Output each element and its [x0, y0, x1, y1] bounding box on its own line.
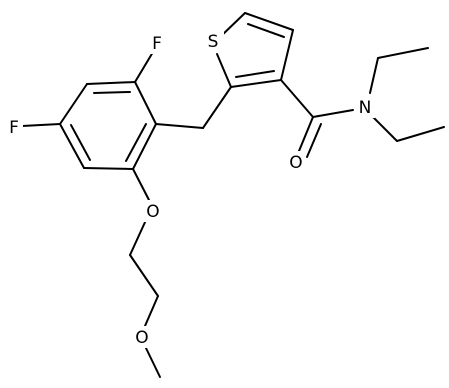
- bond-et1-ch3: [377, 47, 429, 59]
- bond-c4-c3: [280, 29, 294, 81]
- atom-o-methoxy: O: [132, 326, 152, 348]
- atom-o-ether: O: [143, 200, 163, 222]
- bond-ch2-ar: [155, 123, 204, 129]
- bond-c3-c2-inner: [235, 70, 275, 78]
- bond-ar4-ar5-inner: [70, 124, 91, 161]
- atom-o-ether-label: O: [146, 202, 159, 222]
- bond-ch2b-o: [144, 295, 159, 327]
- atom-f-top: F: [148, 32, 166, 54]
- atom-n-amide: N: [355, 96, 375, 118]
- bond-n-et2: [372, 116, 398, 142]
- atom-s1: S: [204, 30, 224, 52]
- bond-ar2-ar3-inner: [93, 91, 131, 94]
- atom-s1-label: S: [208, 32, 219, 52]
- atom-f-top-label: F: [152, 34, 162, 54]
- bond-ar3-ar4: [59, 83, 88, 125]
- atom-n-amide-label: N: [359, 98, 372, 118]
- bond-c3-co: [280, 79, 314, 118]
- bond-ar6-ar1-inner: [125, 123, 147, 162]
- bond-et2-ch3: [396, 126, 445, 142]
- bond-c5-c4: [244, 12, 294, 31]
- bond-ar5-ar6: [83, 167, 134, 170]
- bond-ar4-ar5: [59, 123, 85, 169]
- bond-o-ch2a: [129, 219, 147, 256]
- bond-c3-c2: [230, 79, 282, 88]
- bond-ar4-f: [21, 123, 61, 127]
- bond-co-o: [298, 116, 314, 152]
- atom-f-left-label: F: [9, 118, 19, 138]
- bond-c2-ch2: [202, 86, 232, 129]
- atom-o-carbonyl: O: [286, 151, 306, 173]
- bond-ar2-f: [134, 51, 154, 83]
- bond-ar6-o: [132, 168, 150, 201]
- bond-layer: [21, 12, 445, 378]
- bond-ar1-ar2: [134, 81, 157, 125]
- bond-co-o-inner: [306, 123, 322, 158]
- bond-c5-c4-inner: [247, 23, 285, 38]
- bond-o-ch3: [144, 345, 161, 378]
- atom-o-carbonyl-label: O: [289, 153, 302, 173]
- bond-c2-s1: [216, 53, 232, 88]
- atom-o-methoxy-label: O: [135, 328, 148, 348]
- bond-ch2a-ch2b: [129, 254, 159, 297]
- bond-co-n: [312, 109, 354, 118]
- bond-n-et1: [369, 57, 379, 94]
- bond-ar2-ar3: [86, 81, 136, 85]
- atom-layer: S F F O O N O: [5, 30, 375, 348]
- bond-ar6-ar1: [132, 123, 157, 170]
- atom-f-left: F: [5, 117, 23, 139]
